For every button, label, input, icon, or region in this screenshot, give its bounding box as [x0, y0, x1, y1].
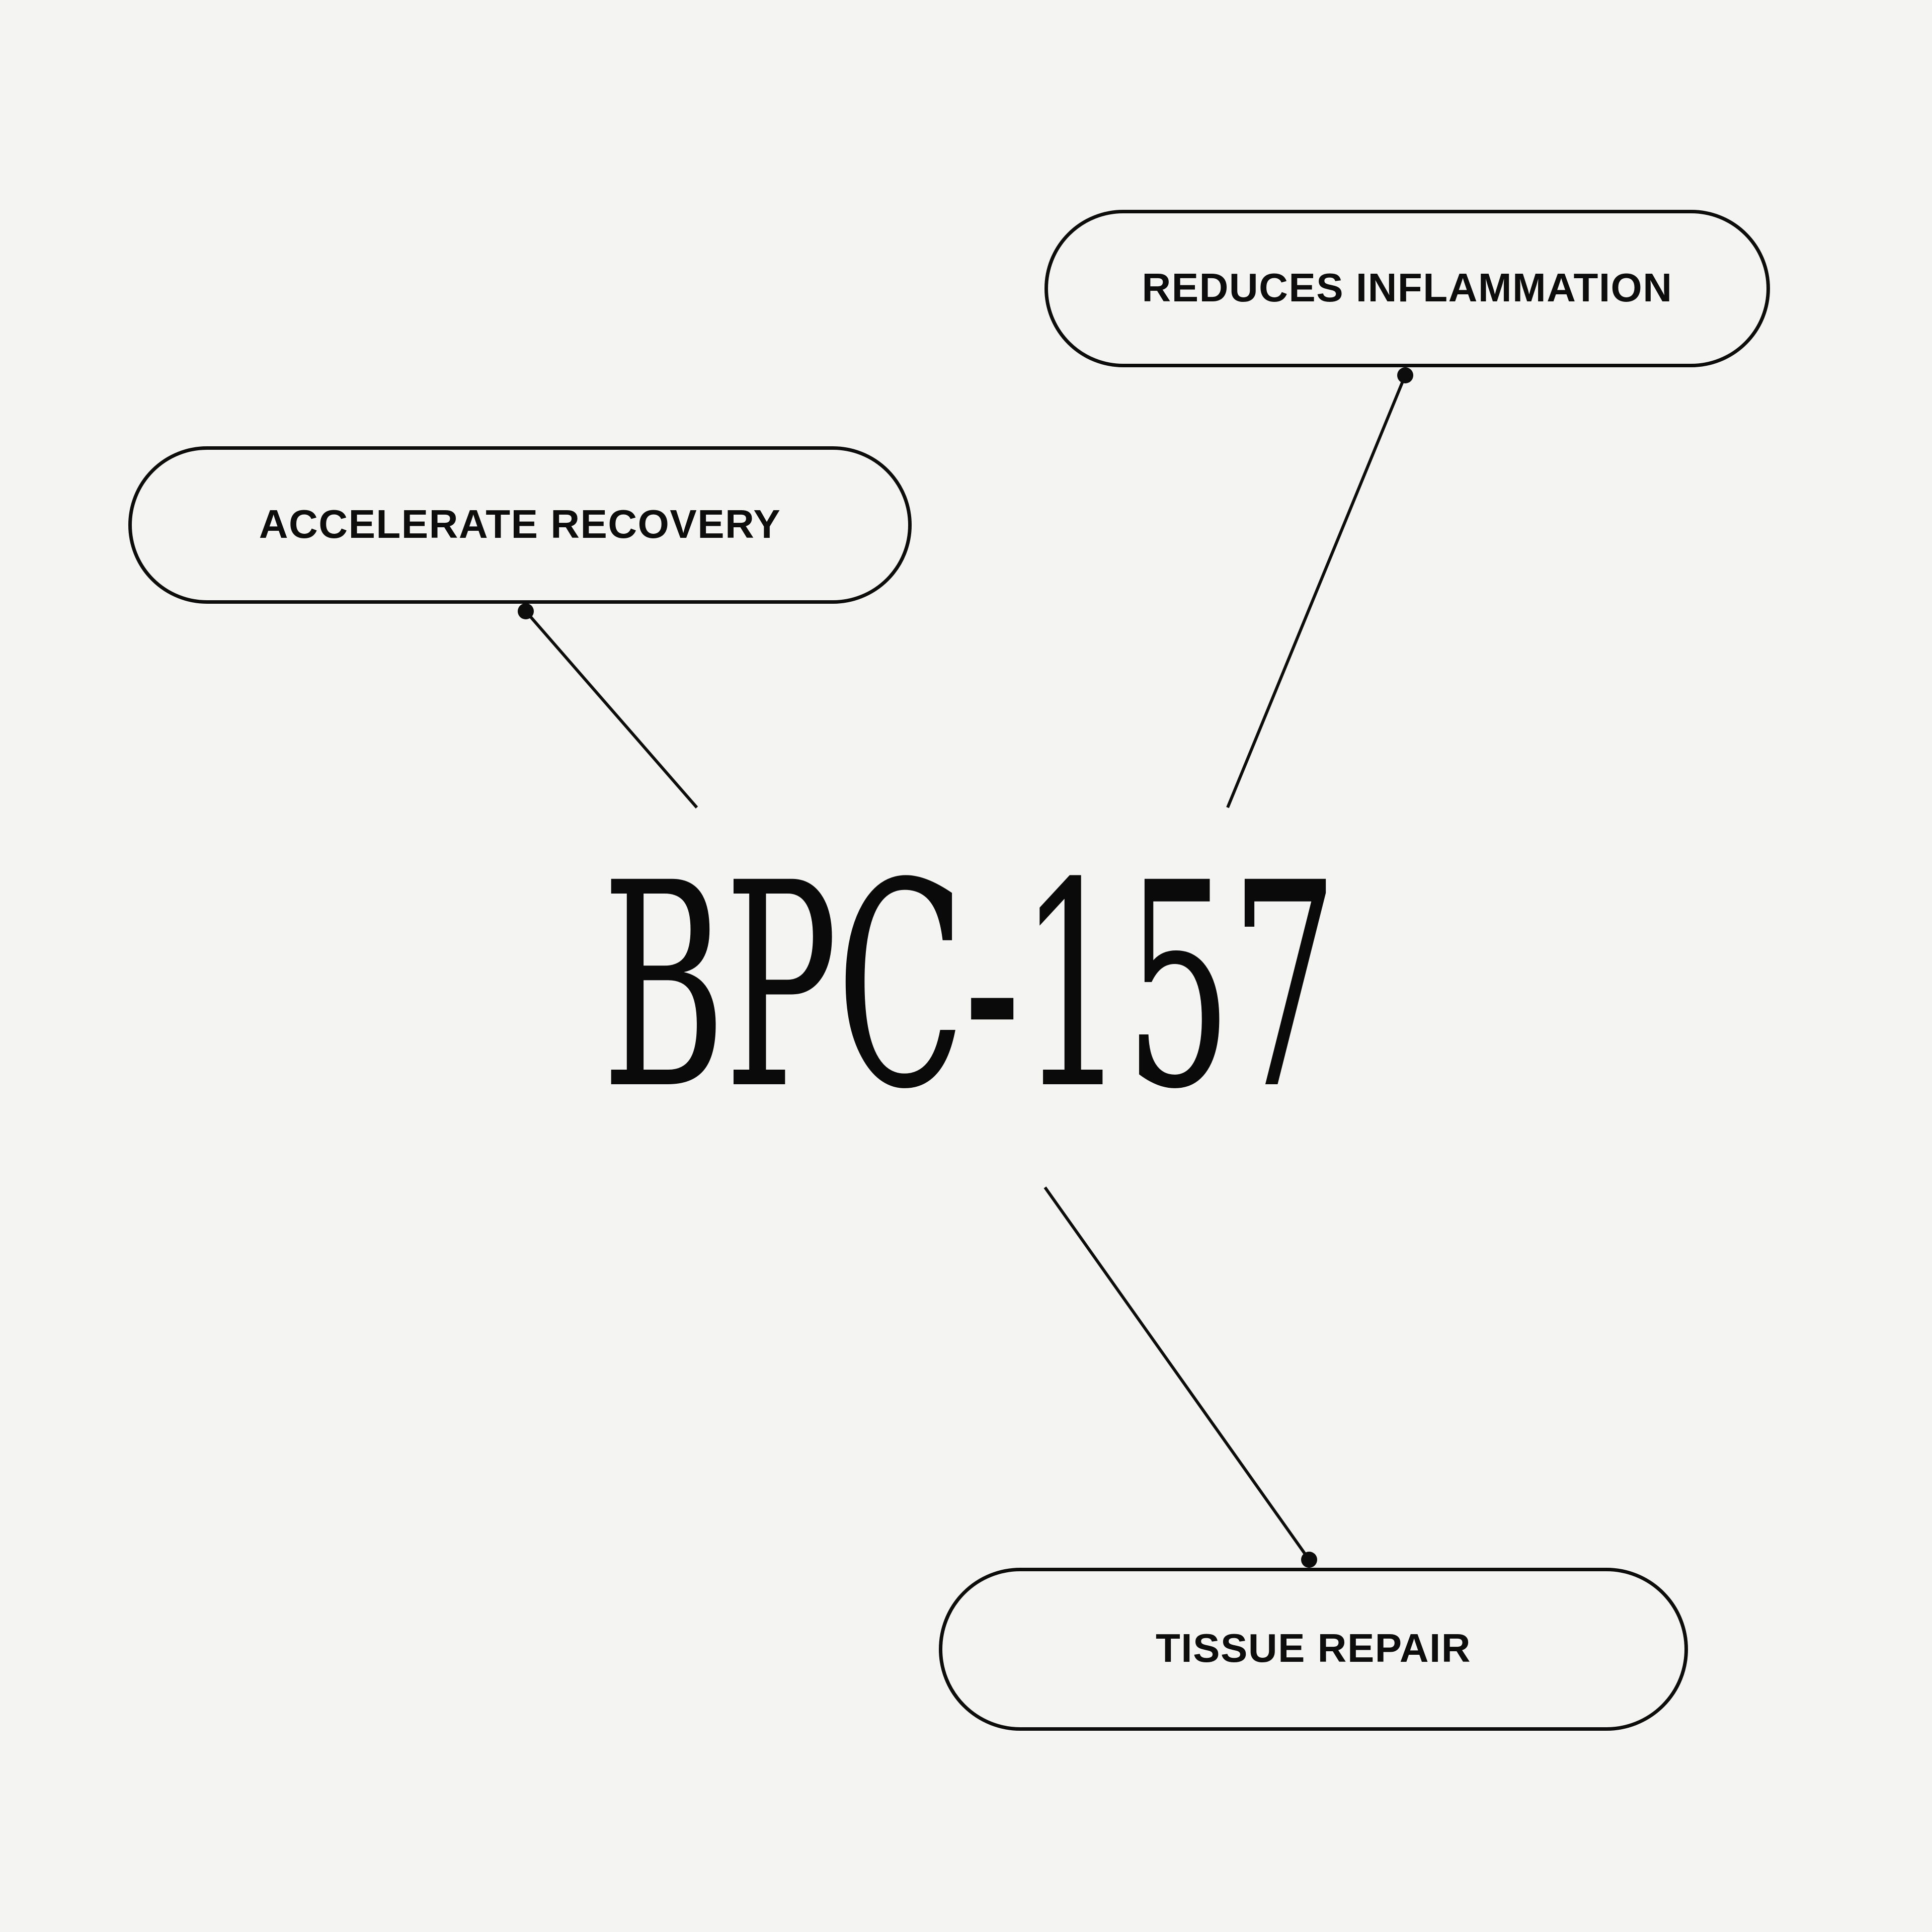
node-label-tissue-repair: TISSUE REPAIR	[1156, 1626, 1471, 1670]
connector-line-accelerate-recovery	[524, 610, 698, 809]
node-accelerate-recovery[interactable]: ACCELERATE RECOVERY	[128, 446, 912, 604]
connector-line-reduces-inflammation	[1226, 374, 1407, 809]
node-reduces-inflammation[interactable]: REDUCES INFLAMMATION	[1044, 210, 1770, 367]
central-title: BPC-157	[602, 823, 1338, 1151]
connector-dot-tissue-repair	[1301, 1552, 1317, 1568]
connector-line-tissue-repair	[1043, 1186, 1311, 1561]
connector-dot-accelerate-recovery	[518, 603, 534, 619]
node-label-accelerate-recovery: ACCELERATE RECOVERY	[259, 501, 781, 546]
node-tissue-repair[interactable]: TISSUE REPAIR	[939, 1568, 1688, 1731]
connector-dot-reduces-inflammation	[1397, 367, 1413, 383]
node-label-reduces-inflammation: REDUCES INFLAMMATION	[1142, 265, 1673, 310]
